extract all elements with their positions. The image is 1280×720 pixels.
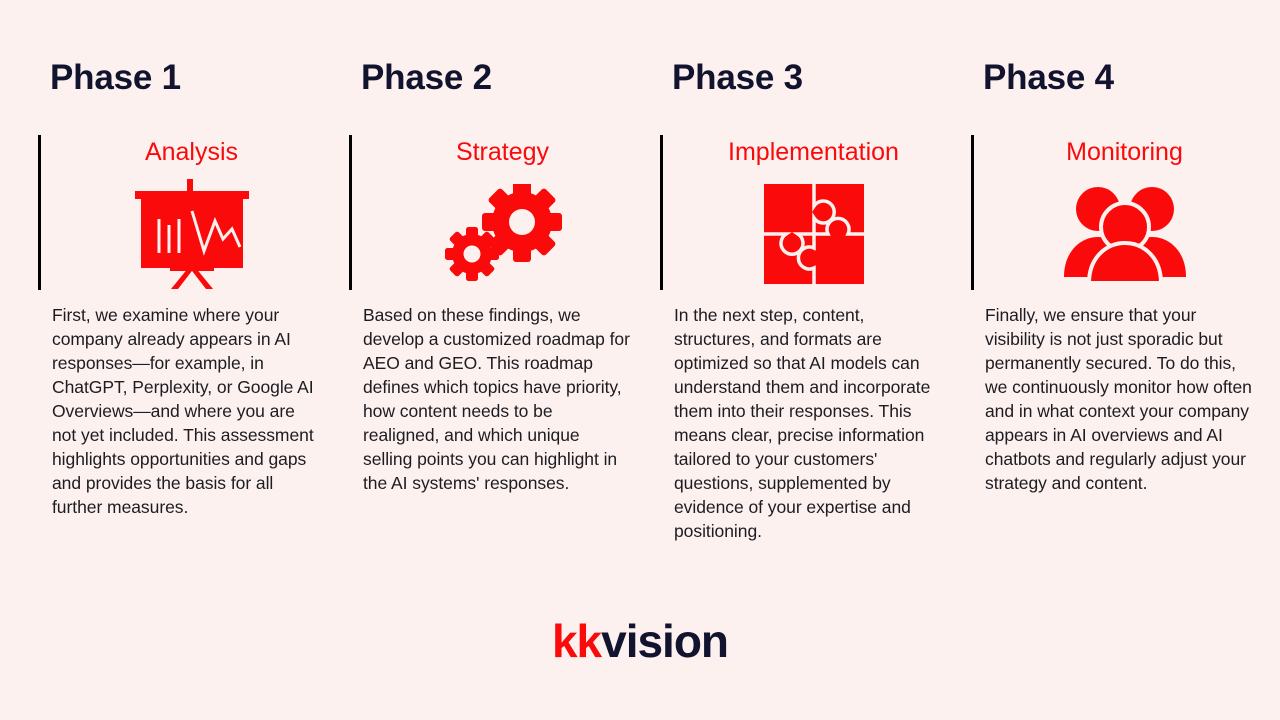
phase-title: Phase 4 [983,58,1114,97]
phase-subtitle: Analysis [144,138,239,166]
phase-body-text: Based on these findings, we develop a cu… [363,305,630,493]
phase-subtitle: Implementation [728,138,899,166]
phase-icon-container [38,176,345,292]
logo-dark-text: vision [601,615,729,667]
phase-body-text: In the next step, content, structures, a… [674,305,931,541]
phase-column-3: Phase 3 Implementation [660,0,967,600]
people-group-icon [1060,183,1190,285]
phase-icon-container [660,176,967,292]
brand-logo: kkvision [0,614,1280,668]
phase-column-2: Phase 2 Strategy [349,0,656,600]
phase-column-4: Phase 4 Monitoring [971,0,1278,600]
phase-column-1: Phase 1 Analysis [38,0,345,600]
column-divider-rule [660,135,663,290]
gears-icon [440,184,566,284]
phase-title: Phase 3 [672,58,803,97]
column-divider-rule [971,135,974,290]
phase-icon-container [349,176,656,292]
column-divider-rule [349,135,352,290]
presentation-board-chart-icon [133,179,251,289]
phase-columns: Phase 1 Analysis [38,0,1278,600]
puzzle-pieces-icon [763,184,864,284]
phase-body-text: Finally, we ensure that your visibility … [985,305,1252,493]
phase-subtitle: Strategy [455,138,550,166]
phase-body-text: First, we examine where your company alr… [52,305,314,517]
column-divider-rule [38,135,41,290]
logo-accent-text: kk [551,615,602,667]
phase-title: Phase 1 [50,58,181,97]
phase-icon-container [971,176,1278,292]
phase-subtitle: Monitoring [1066,138,1183,166]
phase-title: Phase 2 [361,58,492,97]
